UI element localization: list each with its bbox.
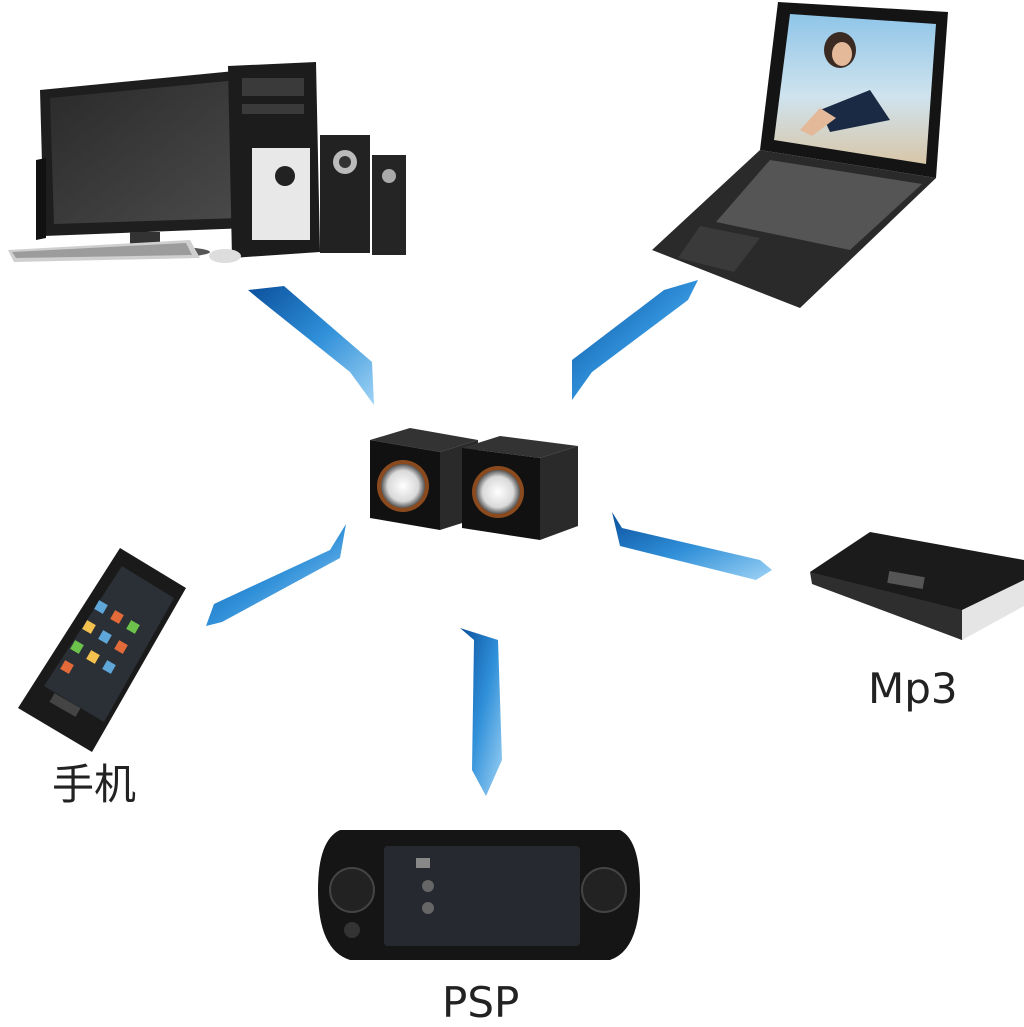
desktop-computer-icon: [8, 62, 406, 263]
connector-arrows: [206, 280, 772, 796]
mp3-player-icon: [810, 532, 1024, 640]
speaker-icon: [370, 428, 578, 540]
arrow-desktop: [248, 286, 374, 405]
label-psp: PSP: [442, 978, 520, 1027]
label-phone: 手机: [52, 760, 137, 809]
arrow-laptop: [572, 280, 698, 400]
arrow-phone: [206, 524, 346, 626]
label-mp3: Mp3: [868, 664, 958, 713]
mobile-phone-icon: [18, 548, 186, 752]
laptop-icon: [652, 2, 948, 308]
arrow-psp: [460, 628, 502, 796]
psp-console-icon: [318, 830, 640, 960]
arrow-mp3: [612, 512, 772, 580]
